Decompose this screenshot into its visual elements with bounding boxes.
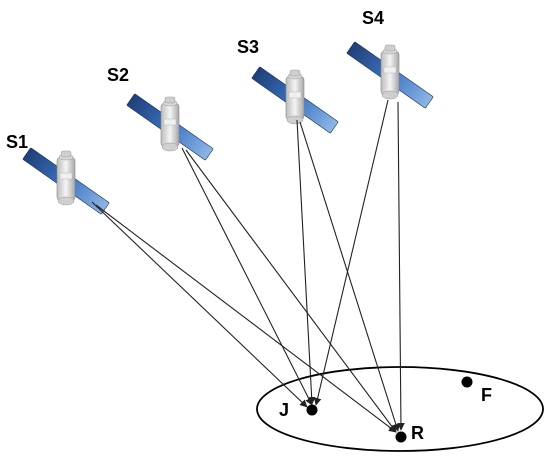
ray-s2-r (185, 149, 397, 433)
ray-s2-j (181, 147, 313, 406)
point-j (306, 404, 318, 416)
satellite-s2-icon (126, 93, 214, 161)
label-s1: S1 (6, 132, 28, 152)
satellite-s3-icon (251, 66, 339, 134)
label-f: F (481, 385, 492, 405)
label-j: J (279, 400, 289, 420)
ray-s4-r (397, 101, 405, 431)
label-r: R (411, 423, 424, 443)
ray-s4-j (313, 99, 389, 406)
label-s2: S2 (107, 65, 129, 85)
ray-s3-r (299, 121, 400, 432)
satellite-s1-icon (22, 147, 110, 215)
ray-s3-j (296, 119, 316, 405)
point-f (461, 376, 473, 388)
ray-s1-r (95, 204, 397, 433)
label-s4: S4 (362, 8, 384, 28)
point-r (395, 431, 407, 443)
ray-s1-j (91, 201, 308, 408)
label-s3: S3 (237, 37, 259, 57)
satellite-s4-icon (346, 41, 434, 109)
